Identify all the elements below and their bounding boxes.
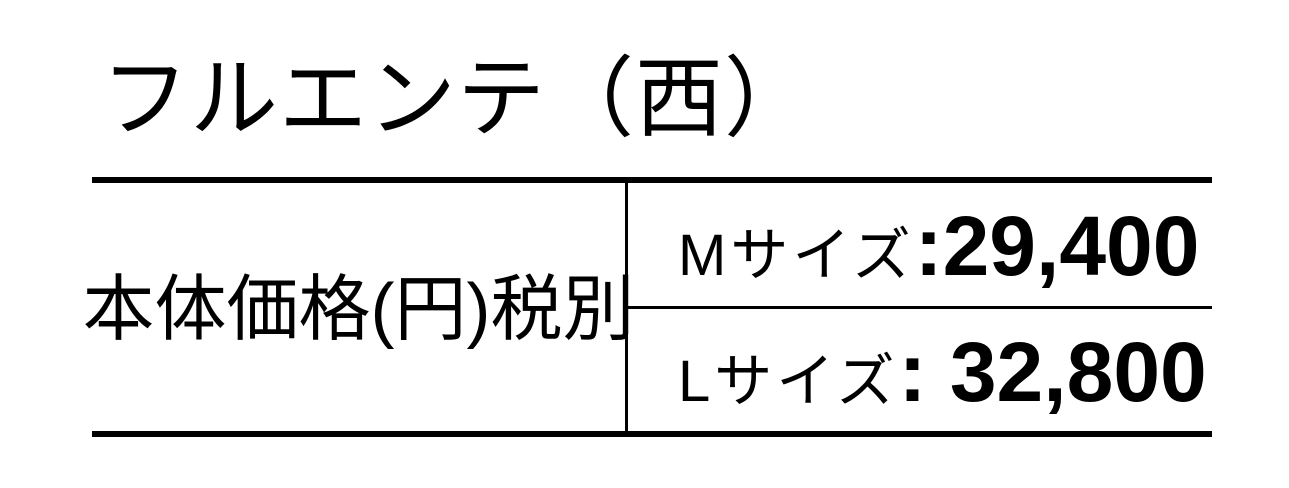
price-rows-column: Mサイズ:29,400 Lサイズ: 32,800 [628,183,1212,431]
table-row: Lサイズ: 32,800 [628,309,1212,432]
price-value: 29,400 [942,199,1200,294]
table-row: Mサイズ:29,400 [628,183,1212,309]
price-value: 32,800 [949,324,1207,419]
price-separator: : [898,324,950,419]
price-separator: : [914,199,943,294]
price-table: 本体価格(円)税別 Mサイズ:29,400 Lサイズ: 32,800 [83,177,1212,437]
size-label: Mサイズ [678,223,915,289]
table-header-label: 本体価格(円)税別 [82,270,635,350]
price-line: Lサイズ: 32,800 [678,330,1207,414]
table-header-cell: 本体価格(円)税別 [83,183,634,431]
size-label: Lサイズ [678,348,899,414]
page-title: フルエンテ（西） [101,49,814,148]
price-line: Mサイズ:29,400 [678,204,1199,288]
